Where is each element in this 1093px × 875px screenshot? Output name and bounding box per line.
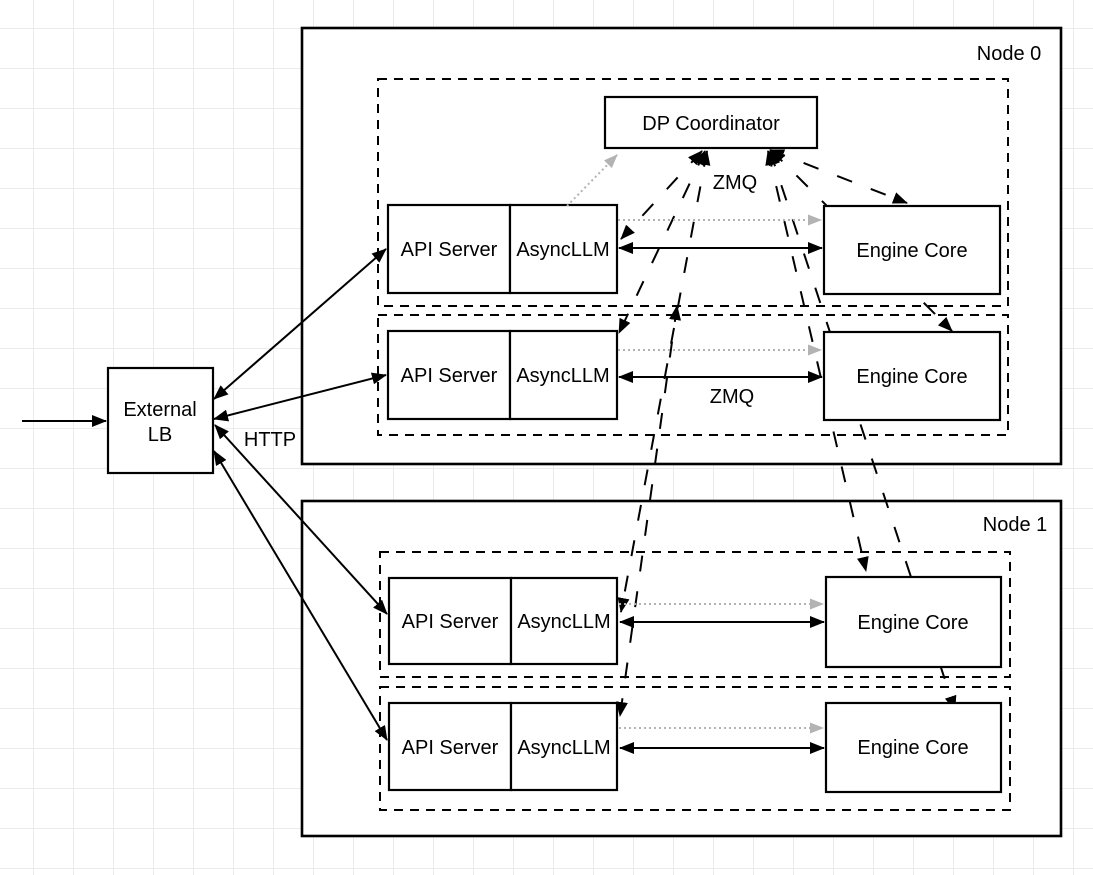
asyncllm-box-n1r2 <box>509 701 619 792</box>
api-server-box-n1r1 <box>387 576 513 666</box>
coordinator-dashed-links <box>615 149 957 717</box>
external-lb-label-line1: External <box>123 399 196 421</box>
dp-coordinator-label: DP Coordinator <box>642 113 780 135</box>
engine-core-box-n0r1 <box>822 204 1002 296</box>
dotted-link-asyncllm-coordinator <box>566 154 618 207</box>
asyncllm-box-n0r1 <box>508 203 619 295</box>
api-server-box-n0r1 <box>386 203 512 295</box>
gray-dotted-arrows <box>566 154 824 734</box>
engine-core-label-n0r2: Engine Core <box>856 366 967 388</box>
dp-coordinator-box <box>603 95 819 150</box>
node1-label: Node 1 <box>983 514 1048 536</box>
solid-arrows <box>22 242 825 754</box>
zmq-label-row2: ZMQ <box>710 386 754 408</box>
dashed-link-coordinator-engine-n1r2 <box>768 150 957 711</box>
api-server-label-n1r1: API Server <box>402 611 499 633</box>
asyncllm-label-n0r1: AsyncLLM <box>516 239 609 261</box>
http-link-lb-api-n0r2 <box>213 372 387 422</box>
engine-core-label-n1r1: Engine Core <box>857 612 968 634</box>
engine-core-box-n1r2 <box>824 701 1003 794</box>
api-server-label-n0r1: API Server <box>401 239 498 261</box>
http-label: HTTP <box>244 429 296 451</box>
asyncllm-label-n1r2: AsyncLLM <box>517 737 610 759</box>
node1-row2-group <box>379 686 1011 811</box>
dashed-link-coordinator-asyncllm-n1r1 <box>617 150 711 613</box>
api-server-label-n0r2: API Server <box>401 365 498 387</box>
engine-core-label-n0r1: Engine Core <box>856 240 967 262</box>
zmq-label-top: ZMQ <box>713 172 757 194</box>
engine-core-label-n1r2: Engine Core <box>857 737 968 759</box>
http-link-lb-api-n1r2 <box>213 450 388 741</box>
external-lb-label-line2: LB <box>148 424 172 446</box>
engine-core-box-n1r1 <box>824 575 1003 669</box>
api-server-label-n1r2: API Server <box>402 737 499 759</box>
asyncllm-box-n0r2 <box>508 329 619 421</box>
external-lb-box <box>106 366 215 475</box>
asyncllm-label-n1r1: AsyncLLM <box>517 611 610 633</box>
asyncllm-box-n1r1 <box>509 576 619 666</box>
engine-core-box-n0r2 <box>822 330 1002 422</box>
node0-label: Node 0 <box>977 43 1042 65</box>
asyncllm-label-n0r2: AsyncLLM <box>516 365 609 387</box>
